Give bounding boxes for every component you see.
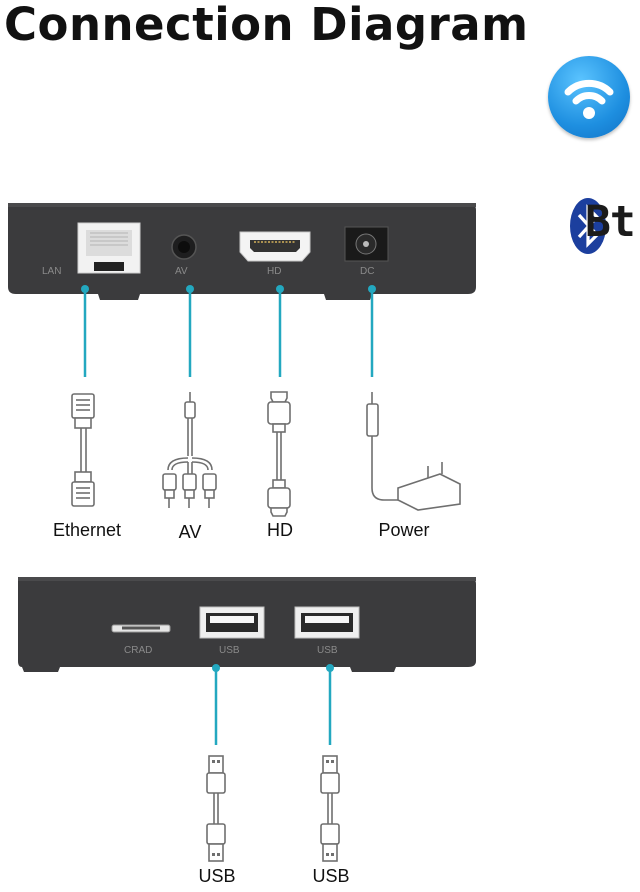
port-label-card: CRAD [124,645,152,656]
bottom-leader-lines [212,664,334,745]
connector-label-power: Power [378,520,430,540]
av-cable-icon [162,392,217,508]
card-slot [111,624,171,633]
bluetooth-icon [570,198,606,254]
usb-port-1 [199,606,265,639]
power-adapter-icon [366,392,461,511]
av-jack [171,234,197,260]
port-label-dc: DC [360,266,374,277]
port-label-lan: LAN [42,266,61,277]
connector-label-usb-2: USB [312,866,350,886]
top-device: LAN AV HD DC [8,203,476,377]
wifi-icon [548,56,630,138]
usb-cable-icon [320,755,340,862]
port-label-usb-2: USB [317,645,338,656]
port-label-usb-1: USB [219,645,240,656]
bottom-device: CRAD USB USB [18,577,476,745]
connector-label-hd: HD [267,520,293,540]
connector-label-av: AV [178,522,202,542]
hdmi-port [239,231,311,262]
hdmi-cable-icon [267,391,291,517]
dc-port [344,226,389,262]
ethernet-cable-icon [71,393,95,507]
port-label-av: AV [175,266,188,277]
connector-label-ethernet: Ethernet [52,520,122,540]
bluetooth-label: Bt [585,197,636,247]
top-leader-lines [81,285,376,377]
connector-label-usb-1: USB [198,866,236,886]
usb-cable-icon [206,755,226,862]
port-label-hd: HD [267,266,281,277]
usb-port-2 [294,606,360,639]
lan-port [77,222,141,274]
page-title: Connection Diagram [4,0,529,51]
